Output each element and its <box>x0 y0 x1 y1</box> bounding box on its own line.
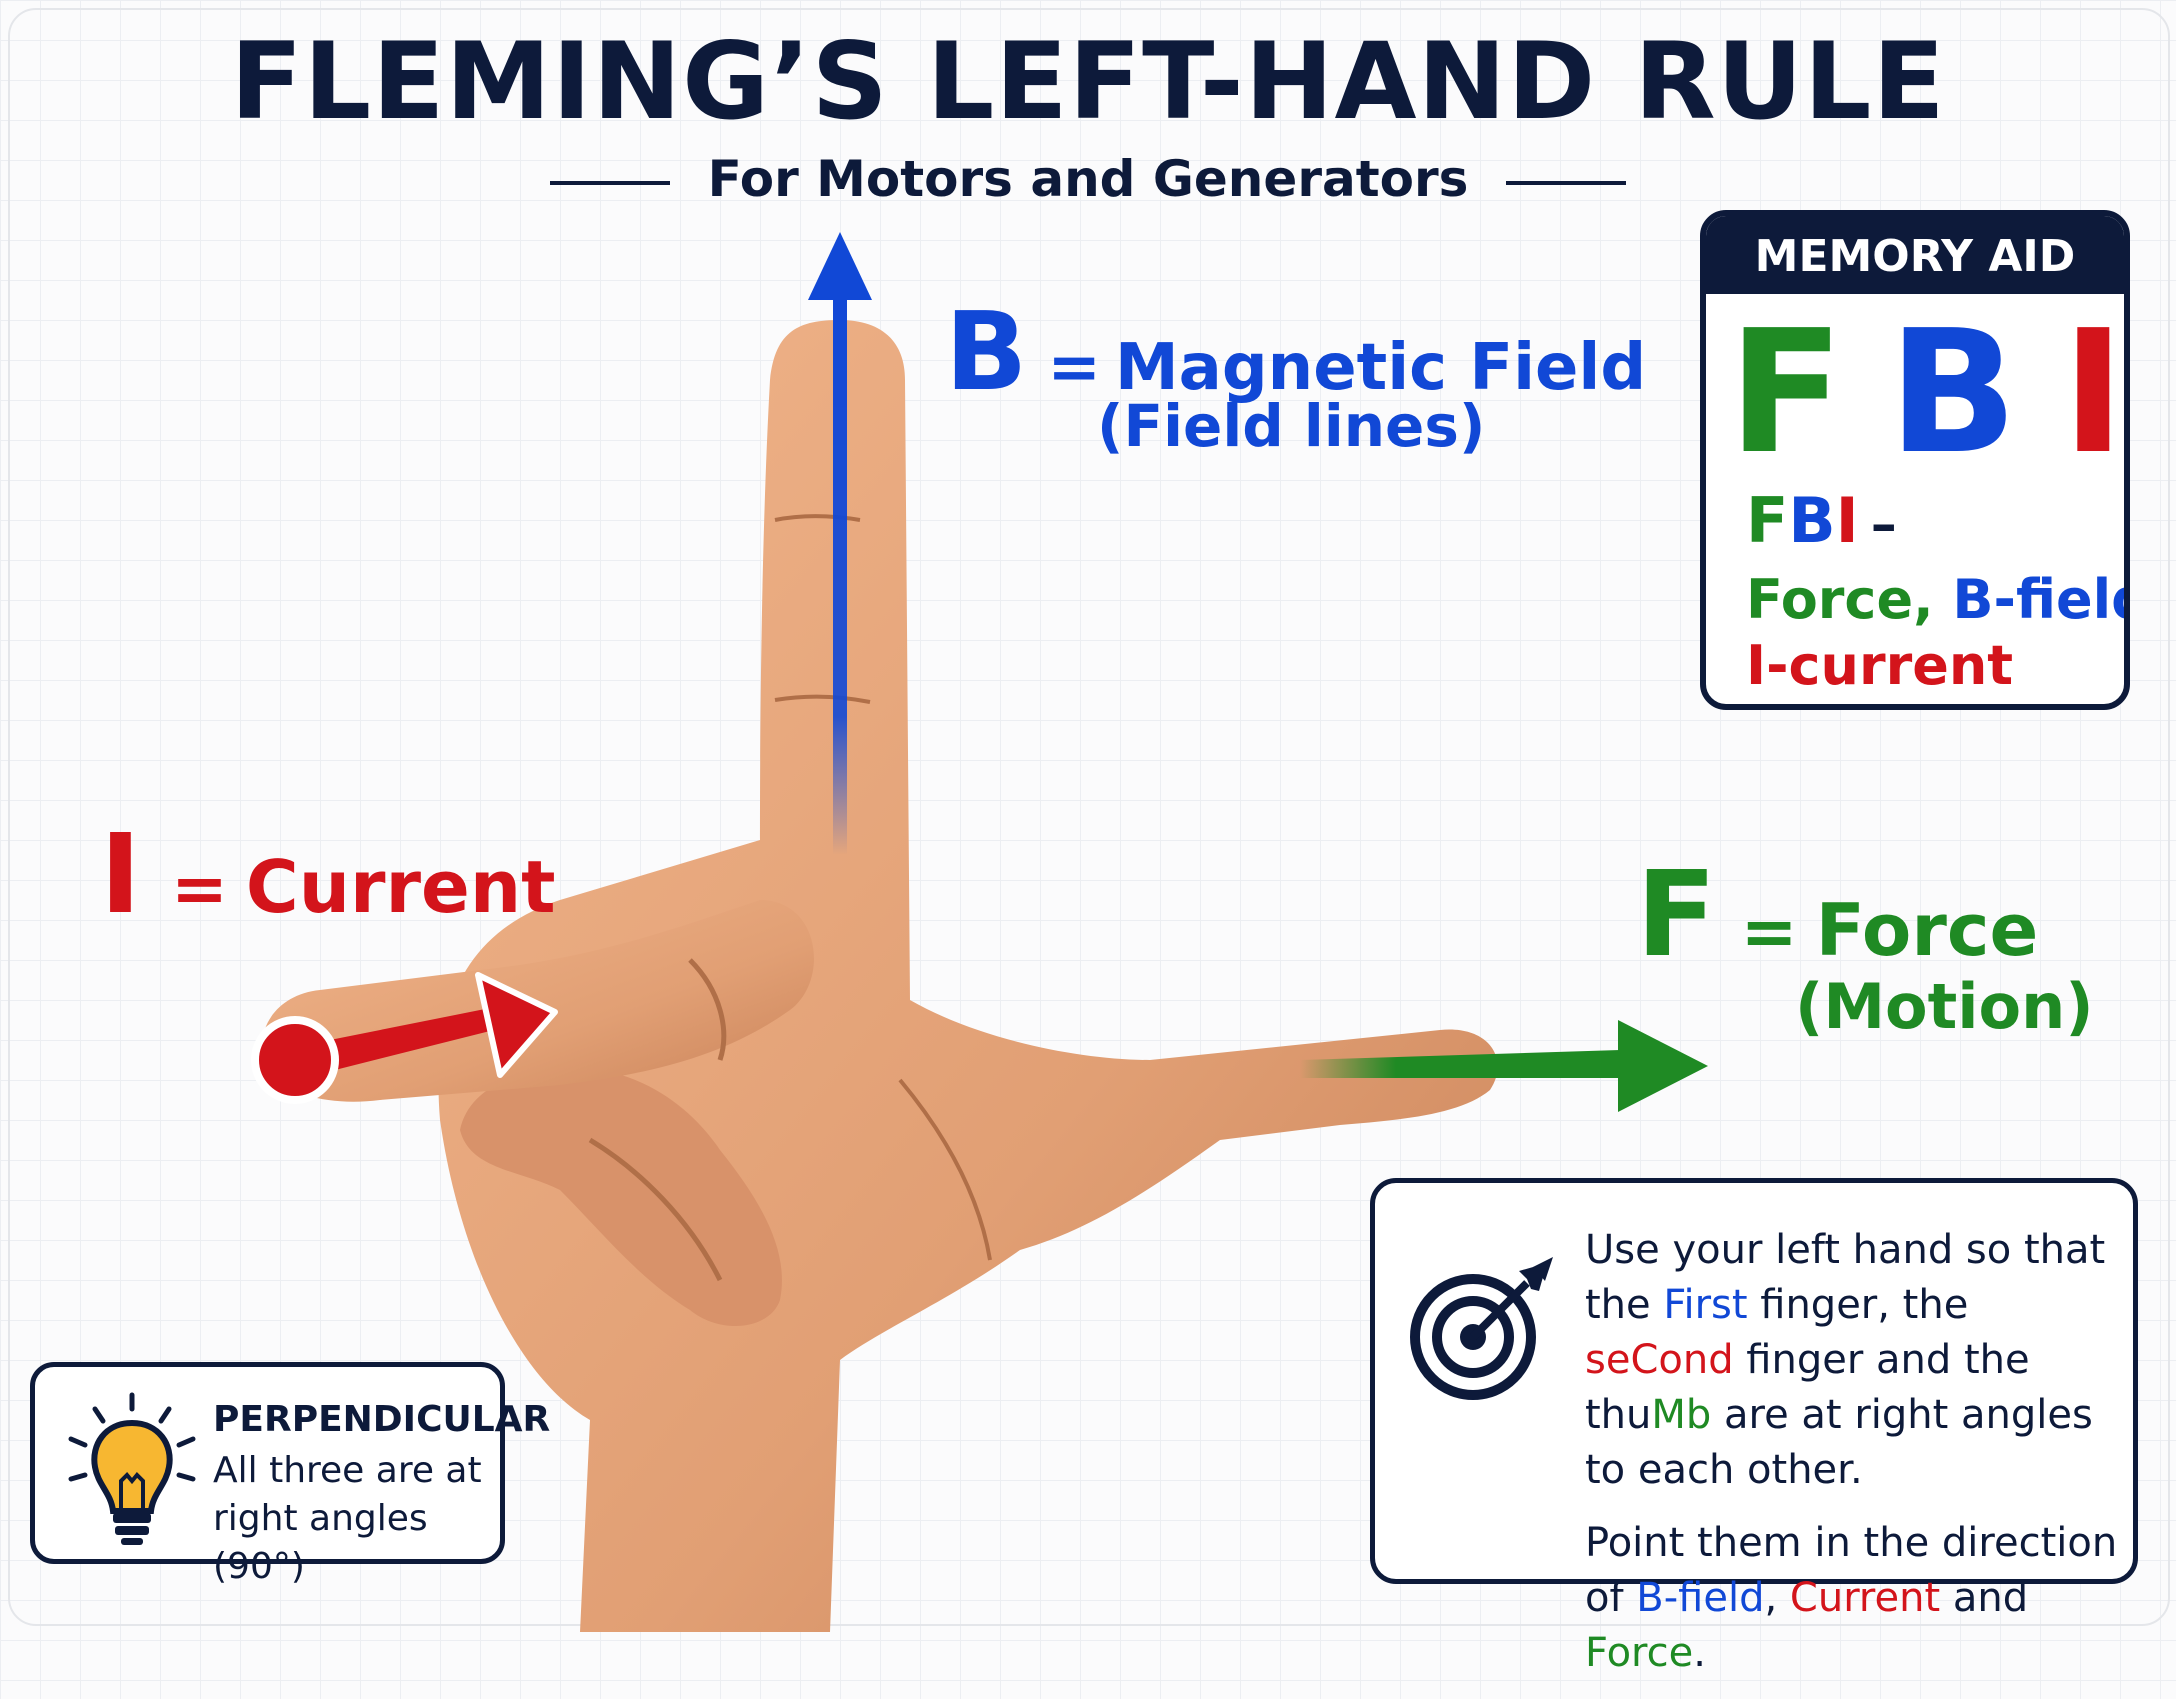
instr-first-highlight: First <box>1663 1282 1748 1328</box>
instruction-text: Use your left hand so that the First fin… <box>1585 1223 2125 1699</box>
curled-fingers <box>460 1067 782 1327</box>
force-arrow <box>1300 1020 1708 1112</box>
b-letter: B <box>945 290 1028 415</box>
i-label: I =Current <box>100 810 556 938</box>
subtitle-rule-left <box>549 180 670 185</box>
memory-letter-f: F <box>1728 294 1845 492</box>
b-label: B =Magnetic Field <box>945 290 1646 415</box>
instruction-paragraph-1: Use your left hand so that the First fin… <box>1585 1223 2125 1498</box>
memory-aid-heading: MEMORY AID <box>1706 216 2124 294</box>
memory-bfield: B-field, <box>1952 568 2124 631</box>
page-frame <box>8 8 2170 1626</box>
instruction-paragraph-2: Point them in the direction of B-field, … <box>1585 1516 2125 1681</box>
perpendicular-text: All three are at right angles (90°) <box>213 1450 482 1587</box>
knuckle-crease <box>688 958 727 1061</box>
memory-force: Force, <box>1746 568 1934 631</box>
b-sublabel: (Field lines) <box>1097 392 1486 460</box>
instr-force-highlight: Force <box>1585 1630 1694 1676</box>
acronym-f: F <box>1746 484 1789 557</box>
instr-text-run: Use your left hand so that the <box>1585 1227 2106 1328</box>
page-title: FLEMING’S LEFT-HAND RULE <box>230 20 1946 143</box>
instr-text-run: , <box>1764 1575 1790 1621</box>
f-letter: F <box>1636 845 1717 983</box>
lightbulb-icon <box>68 1392 196 1545</box>
instr-bfield-highlight: B-field <box>1636 1575 1765 1621</box>
instr-text-run: finger, the <box>1747 1282 1969 1328</box>
instr-text-run: finger and the thu <box>1585 1337 2030 1438</box>
memory-letter-b: B <box>1888 294 2018 492</box>
f-name: Force <box>1815 888 2039 972</box>
memory-aid-acronym: FBI– <box>1746 484 1897 557</box>
instr-current-highlight: Current <box>1789 1575 1941 1621</box>
i-equals: = <box>170 850 228 929</box>
current-arrow <box>251 972 558 1104</box>
target-arrow-icon <box>1410 1257 1553 1400</box>
f-sublabel: (Motion) <box>1795 970 2094 1043</box>
index-knuckle-crease <box>774 514 861 522</box>
acronym-b: B <box>1788 484 1836 557</box>
instr-text-run: are at right angles to each other. <box>1585 1392 2093 1493</box>
subtitle-text: For Motors and Generators <box>707 150 1469 208</box>
index-knuckle-crease-2 <box>774 694 871 704</box>
subtitle-rule-right <box>1506 180 1627 185</box>
instr-text-run: . <box>1693 1630 1706 1676</box>
page-subtitle: For Motors and Generators <box>0 150 2176 208</box>
i-letter: I <box>100 810 141 938</box>
left-hand-illustration <box>251 232 1708 1632</box>
perpendicular-box: PERPENDICULAR All three are at right ang… <box>30 1362 550 1587</box>
memory-icurrent: I-current <box>1746 634 2014 697</box>
b-name: Magnetic Field <box>1114 331 1647 405</box>
f-label: F =Force <box>1636 845 2038 983</box>
f-equals: = <box>1740 893 1798 972</box>
i-name: Current <box>245 845 556 929</box>
instr-second-highlight: seCond <box>1585 1337 1734 1383</box>
acronym-dash: – <box>1870 495 1897 555</box>
memory-aid-expansion: Force, B-field, <box>1746 568 2124 631</box>
instr-text-run: and <box>1940 1575 2029 1621</box>
palm-crease <box>898 1078 992 1261</box>
memory-letter-i: I <box>2061 294 2125 492</box>
acronym-i: I <box>1835 484 1859 557</box>
instruction-box: Use your left hand so that the First fin… <box>1370 1178 2138 1676</box>
perpendicular-title: PERPENDICULAR <box>213 1399 551 1440</box>
memory-aid-box: MEMORY AID FBI FBI– Force, B-field, I-cu… <box>1700 210 2130 710</box>
instr-thumb-highlight: Mb <box>1651 1392 1712 1438</box>
b-field-arrow <box>808 232 872 855</box>
curled-finger-crease <box>588 1137 723 1282</box>
b-equals: = <box>1047 331 1101 405</box>
instr-text-run: Point them in the direction of <box>1585 1520 2118 1621</box>
